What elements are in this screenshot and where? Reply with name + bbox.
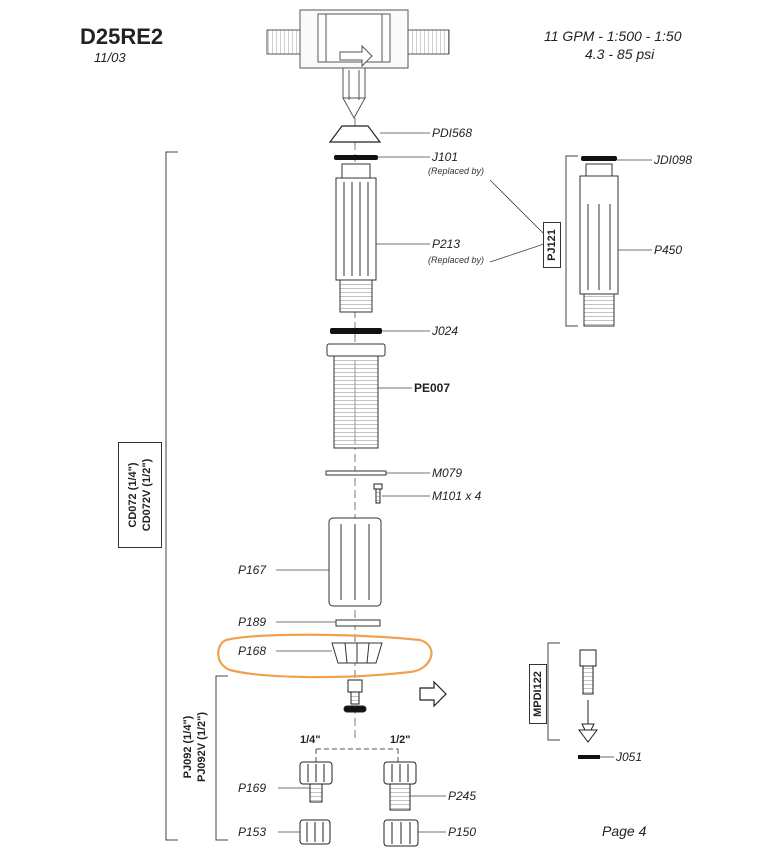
- label-p150: P150: [448, 825, 477, 839]
- mpdi122-bracket: [547, 642, 560, 741]
- label-j051: J051: [616, 750, 643, 764]
- pdi568-part: [328, 125, 382, 143]
- m101-screw: [373, 483, 383, 504]
- p450-part: [579, 163, 619, 327]
- model-date: 11/03: [94, 50, 126, 65]
- group-label-pj092: PJ092 (1/4") PJ092V (1/2"): [160, 712, 230, 782]
- label-size-half: 1/2": [390, 734, 411, 746]
- pj092-line-1: PJ092 (1/4"): [182, 715, 195, 779]
- p153-part: [299, 819, 331, 845]
- pj092-bracket: [215, 675, 228, 841]
- j051-part: [578, 755, 600, 759]
- label-size-quarter: 1/4": [300, 734, 321, 746]
- p189-part: [335, 619, 381, 627]
- pj121-bracket: [565, 155, 578, 327]
- m079-part: [325, 470, 387, 476]
- group-label-cd072: CD072 (1/4") CD072V (1/2"): [118, 442, 162, 548]
- label-p153: P153: [238, 825, 267, 839]
- cd072-line-2: CD072V (1/2"): [141, 458, 153, 532]
- label-replaced-2: (Replaced by): [428, 255, 485, 265]
- label-p168: P168: [238, 644, 267, 658]
- pressure-spec: 4.3 - 85 psi: [585, 46, 655, 62]
- p213-part: [335, 163, 377, 313]
- leader-lines: [276, 132, 652, 833]
- group-label-mpdi122: MPDI122: [529, 664, 547, 724]
- p245-part: [383, 761, 417, 811]
- label-jdi098: JDI098: [654, 153, 693, 167]
- p167-part: [328, 517, 382, 607]
- j024-part: [330, 328, 382, 334]
- size-split-lines: [315, 748, 399, 762]
- label-p213: P213: [432, 237, 461, 251]
- p150-part: [383, 819, 419, 847]
- flow-spec: 11 GPM - 1:500 - 1:50: [544, 28, 682, 44]
- label-p245: P245: [448, 789, 477, 803]
- label-p169: P169: [238, 781, 267, 795]
- label-p189: P189: [238, 615, 267, 629]
- jdi098-part: [581, 156, 617, 161]
- check-valve-part: [343, 679, 367, 713]
- model-title: D25RE2: [80, 24, 164, 49]
- label-j101: J101: [432, 150, 459, 164]
- pump-body: [266, 9, 450, 120]
- pj092-line-2: PJ092V (1/2"): [196, 711, 209, 783]
- p169-part: [299, 761, 333, 803]
- label-pdi568: PDI568: [432, 126, 473, 140]
- detail-arrow: [419, 680, 447, 708]
- label-j024: J024: [432, 324, 459, 338]
- cd072-line-1: CD072 (1/4"): [127, 462, 139, 528]
- p168-part: [331, 642, 383, 664]
- pe007-part: [326, 343, 386, 449]
- label-m101: M101 x 4: [432, 489, 482, 503]
- cd072-bracket: [165, 151, 178, 841]
- label-m079: M079: [432, 466, 463, 480]
- group-label-pj121: PJ121: [543, 222, 561, 268]
- page-number: Page 4: [602, 823, 647, 839]
- label-p167: P167: [238, 563, 267, 577]
- j101-part: [334, 155, 378, 160]
- label-p450: P450: [654, 243, 683, 257]
- p168-highlight: [217, 633, 433, 679]
- label-replaced-1: (Replaced by): [428, 166, 485, 176]
- mpdi122-part: [578, 649, 598, 743]
- label-pe007: PE007: [414, 381, 451, 395]
